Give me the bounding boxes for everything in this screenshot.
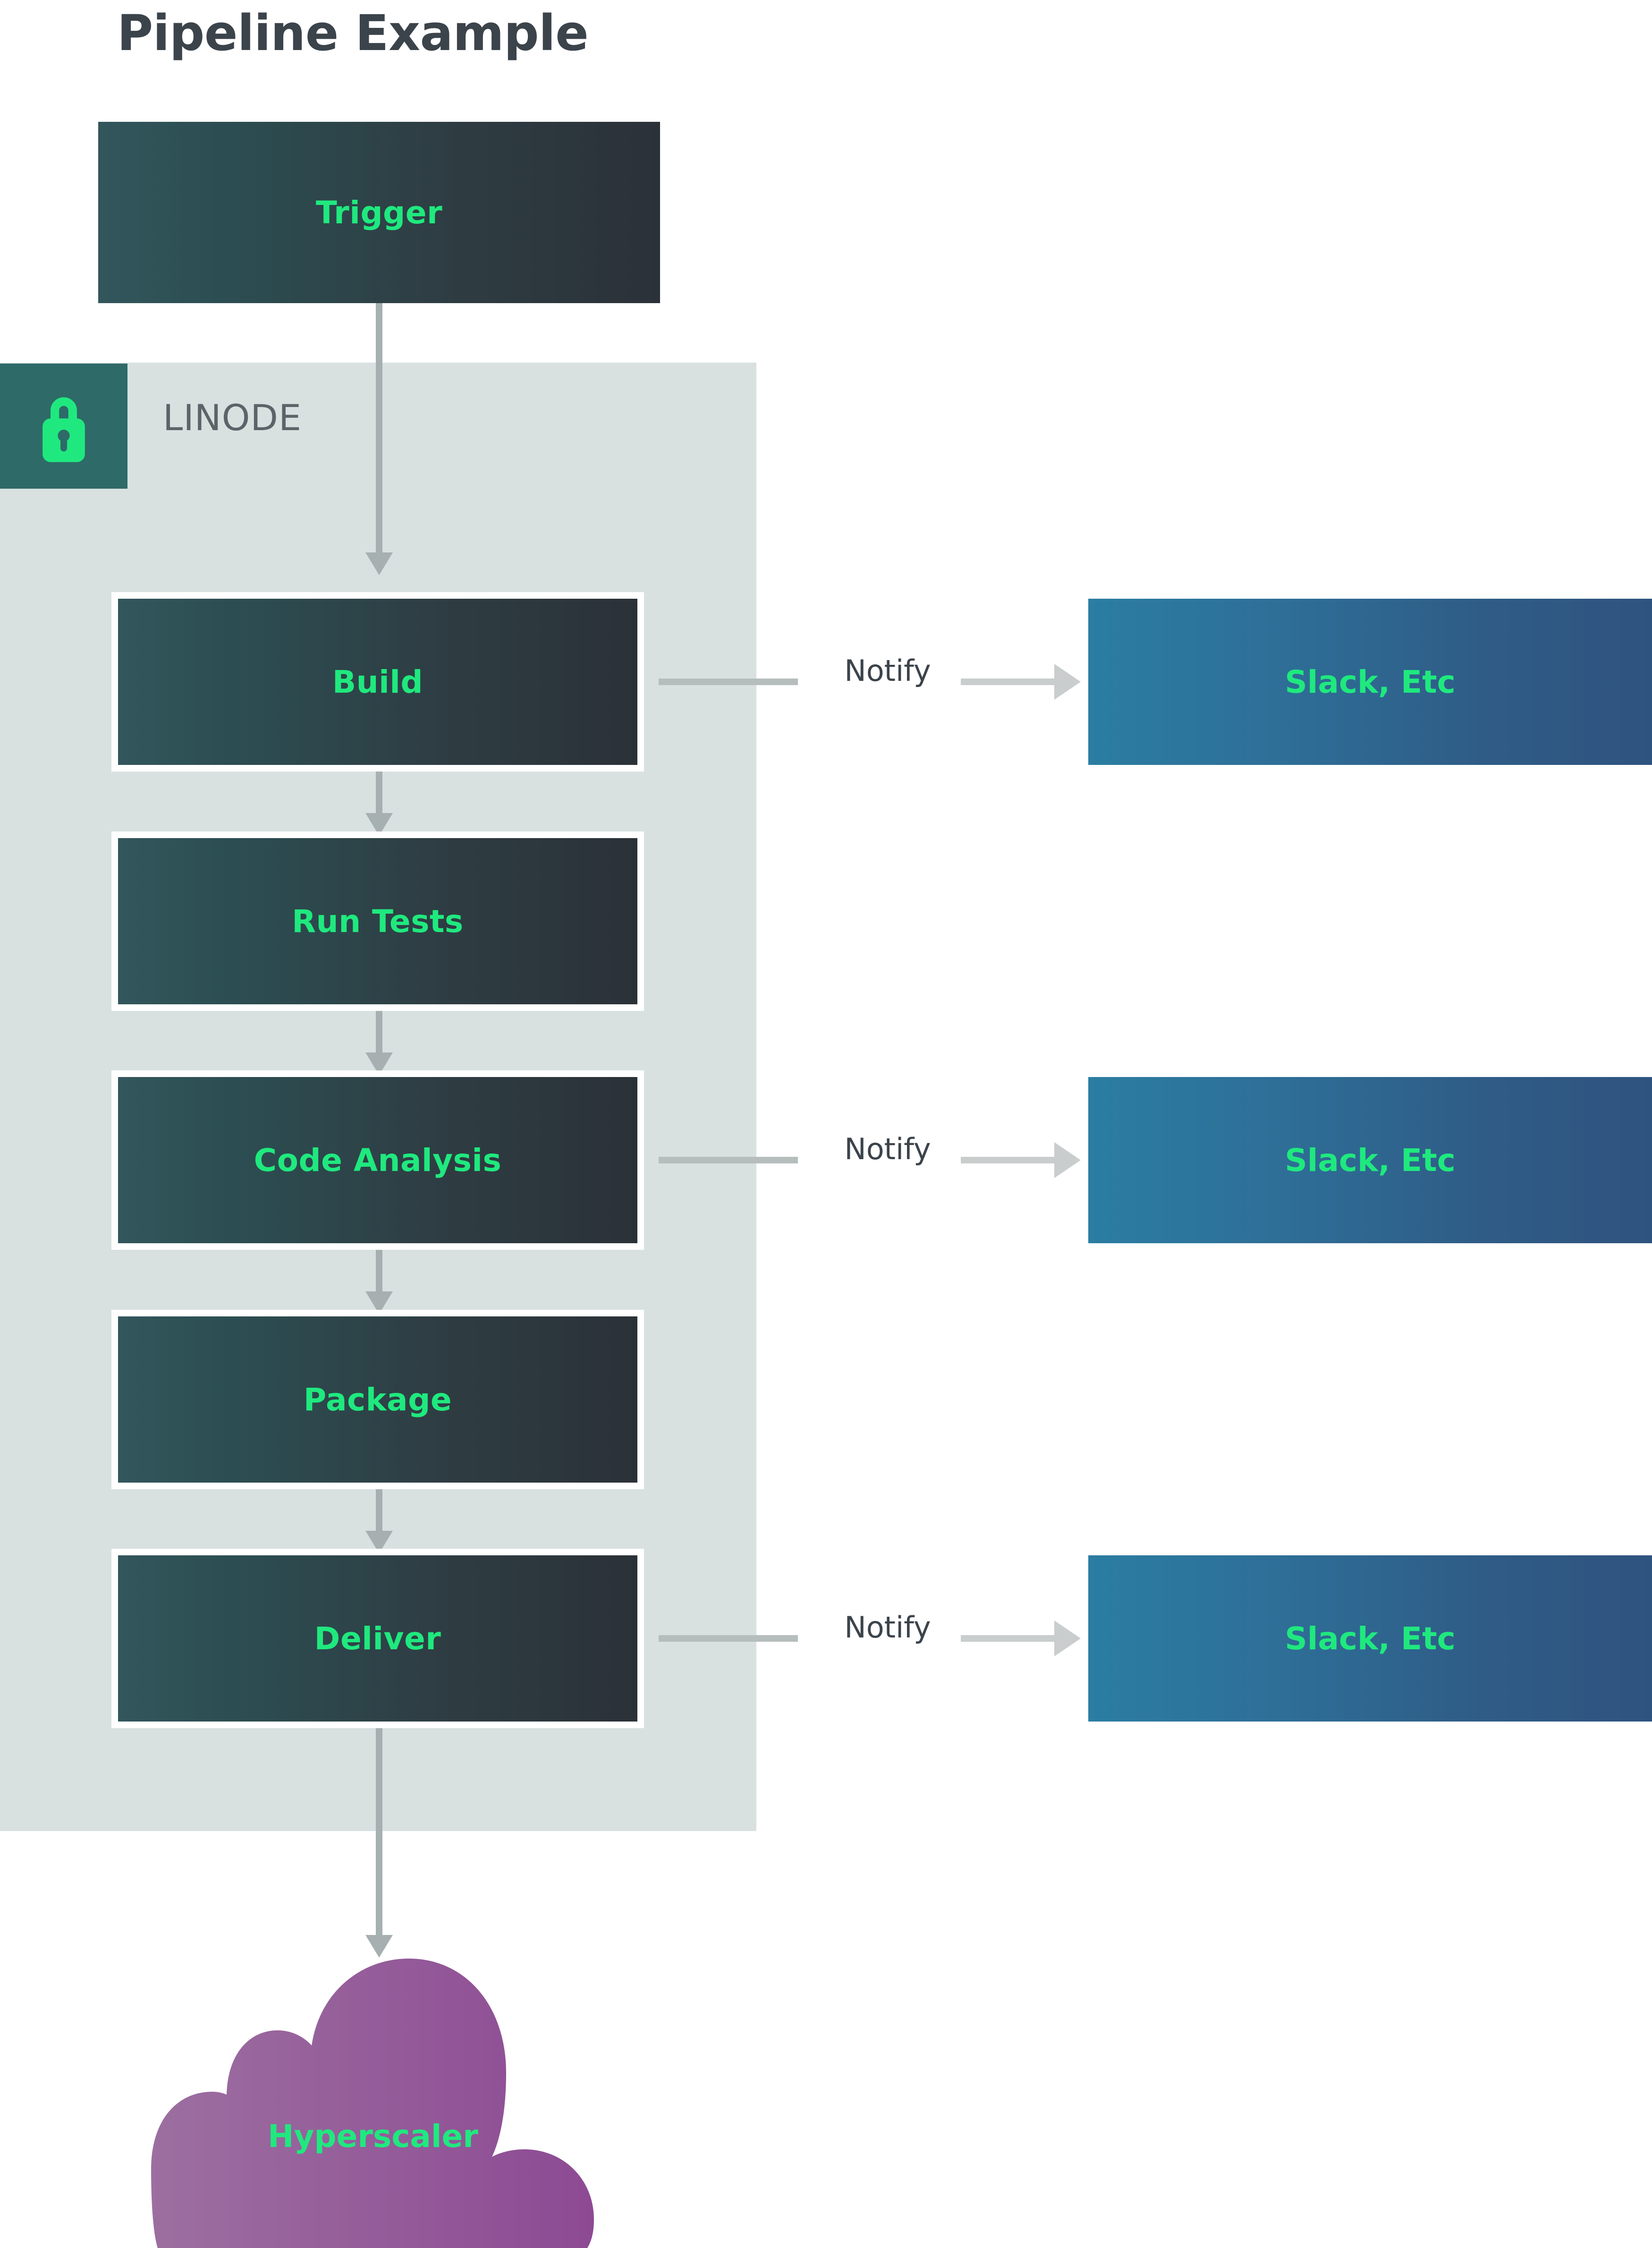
cloud-shape-icon (151, 1959, 594, 2248)
notify-label-deliver: Notify (844, 1610, 931, 1645)
trigger-node[interactable]: Trigger (98, 122, 660, 303)
stage-code-analysis[interactable]: Code Analysis (118, 1077, 637, 1243)
notify-label-code-analysis: Notify (844, 1132, 931, 1166)
linode-zone-label: LINODE (163, 397, 302, 439)
hyperscaler-label: Hyperscaler (268, 2118, 478, 2155)
notify-label-build: Notify (844, 653, 931, 688)
stage-deliver[interactable]: Deliver (118, 1555, 637, 1722)
notify-target-label: Slack, Etc (1285, 663, 1456, 700)
stage-deliver-label: Deliver (314, 1620, 441, 1657)
notify-target-slack-1[interactable]: Slack, Etc (1088, 599, 1652, 765)
notify-line-left (659, 1635, 798, 1642)
notify-line-left (659, 1157, 798, 1163)
stage-build[interactable]: Build (118, 599, 637, 765)
stage-package-label: Package (303, 1381, 452, 1418)
stage-package[interactable]: Package (118, 1316, 637, 1483)
notify-arrow-right (961, 679, 1055, 685)
arrow-build-to-run-tests (376, 772, 382, 814)
arrow-code-analysis-to-package (376, 1250, 382, 1292)
notify-arrow-right (961, 1157, 1055, 1163)
stage-build-label: Build (332, 663, 424, 700)
lock-icon (42, 397, 85, 462)
page-title: Pipeline Example (117, 4, 589, 62)
arrow-deliver-to-hyperscaler (376, 1728, 382, 1936)
stage-code-analysis-label: Code Analysis (254, 1142, 502, 1179)
stage-run-tests[interactable]: Run Tests (118, 838, 637, 1004)
stage-run-tests-label: Run Tests (292, 903, 464, 940)
notify-arrow-right (961, 1635, 1055, 1642)
arrow-package-to-deliver (376, 1489, 382, 1532)
notify-target-label: Slack, Etc (1285, 1620, 1456, 1657)
arrow-run-tests-to-code-analysis (376, 1011, 382, 1053)
hyperscaler-cloud[interactable]: Hyperscaler (142, 1955, 604, 2248)
notify-target-label: Slack, Etc (1285, 1142, 1456, 1179)
notify-line-left (659, 679, 798, 685)
notify-target-slack-3[interactable]: Slack, Etc (1088, 1555, 1652, 1722)
trigger-label: Trigger (315, 194, 443, 231)
lock-badge (0, 364, 127, 489)
arrow-trigger-to-build (376, 303, 382, 553)
notify-target-slack-2[interactable]: Slack, Etc (1088, 1077, 1652, 1243)
